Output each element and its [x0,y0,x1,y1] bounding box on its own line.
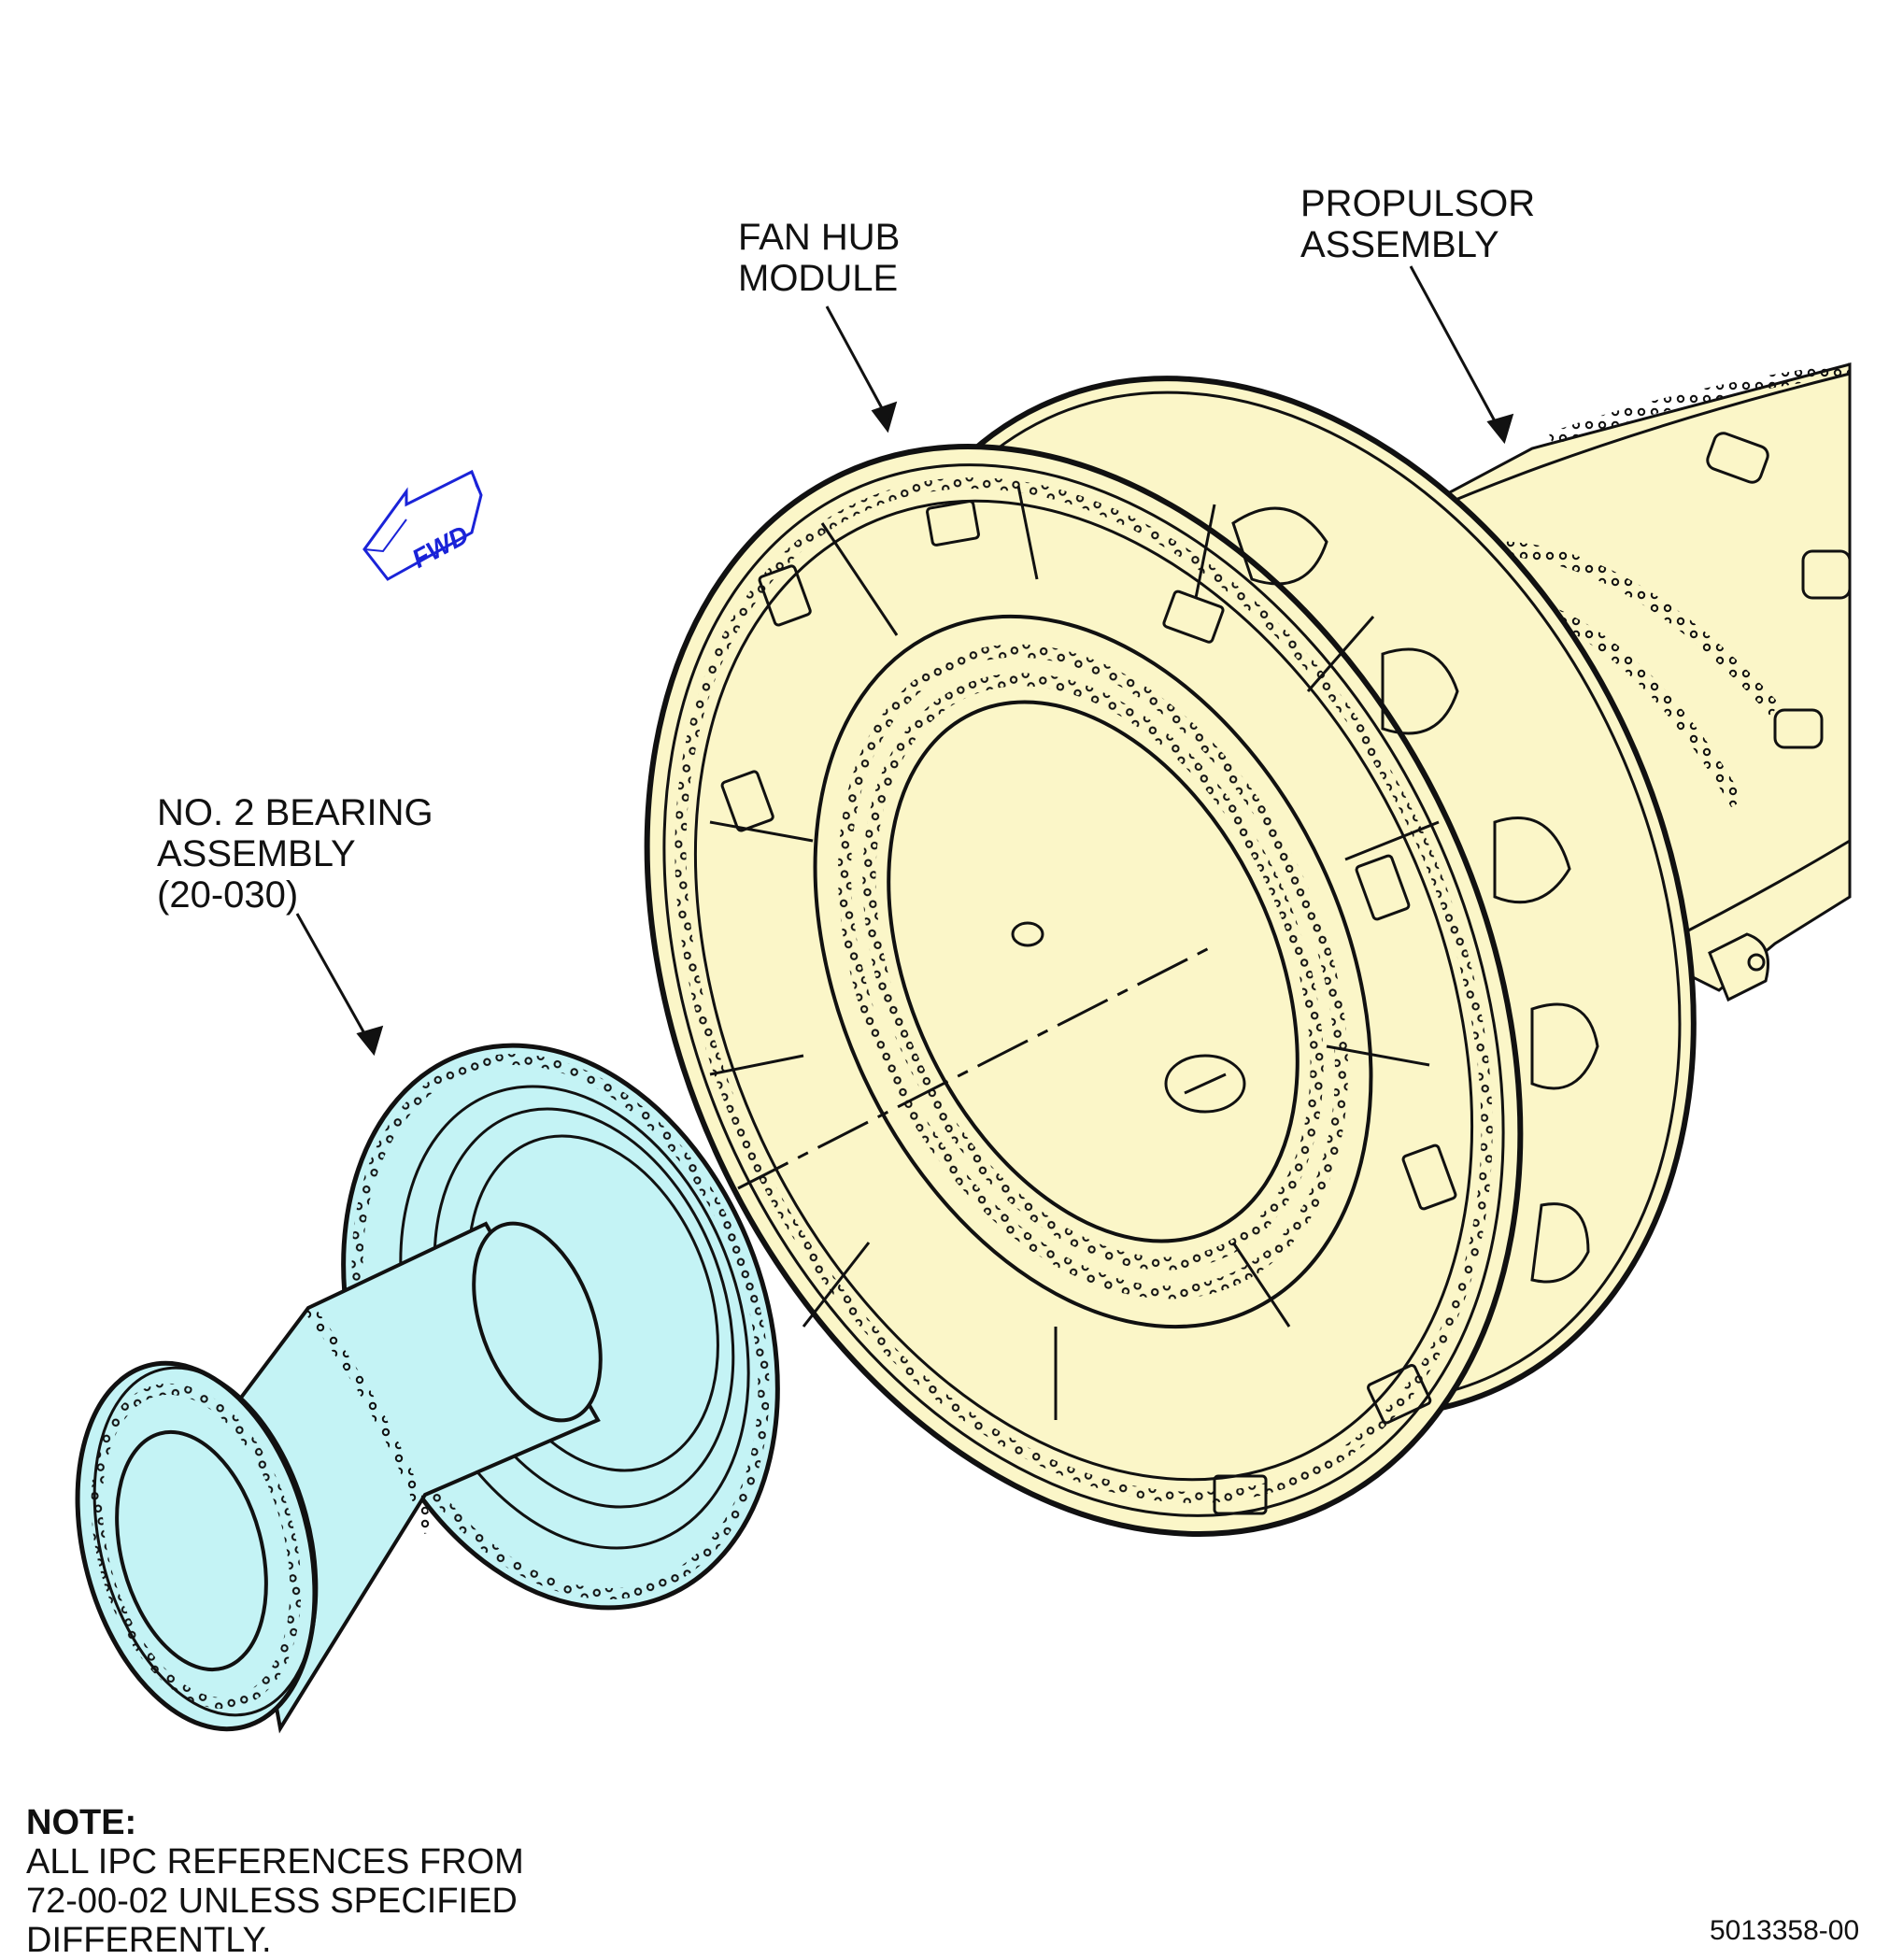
propulsor-assembly-label: PROPULSOR ASSEMBLY [1300,183,1535,265]
figure-number: 5013358-00 [1710,1915,1860,1946]
no2-bearing-assembly [75,1043,780,1734]
fan-hub-module-label: FAN HUB MODULE [738,217,900,299]
fan-hub-label-line-1: FAN HUB [738,217,901,258]
propulsor-label-line-2: ASSEMBLY [1300,224,1499,265]
note-line-1: ALL IPC REFERENCES FROM [26,1842,524,1882]
note-line-3: DIFFERENTLY. [26,1921,272,1960]
propulsor-label-line-1: PROPULSOR [1300,183,1536,224]
fwd-arrow: FWD [362,469,483,581]
fan-hub-module [644,376,1697,1537]
fan-hub-label-line-2: MODULE [738,258,899,299]
note-heading: NOTE: [26,1803,137,1842]
note-line-2: 72-00-02 UNLESS SPECIFIED [26,1882,518,1921]
bearing-label-line-2: ASSEMBLY [157,833,356,874]
bearing-label-line-3: (20-030) [157,874,299,916]
note-block: NOTE: ALL IPC REFERENCES FROM 72-00-02 U… [26,1803,524,1960]
bearing-label-line-1: NO. 2 BEARING [157,792,433,833]
leader-lines [295,265,1514,1057]
fwd-label: FWD [407,520,474,574]
no2-bearing-assembly-label: NO. 2 BEARING ASSEMBLY (20-030) [157,792,433,916]
